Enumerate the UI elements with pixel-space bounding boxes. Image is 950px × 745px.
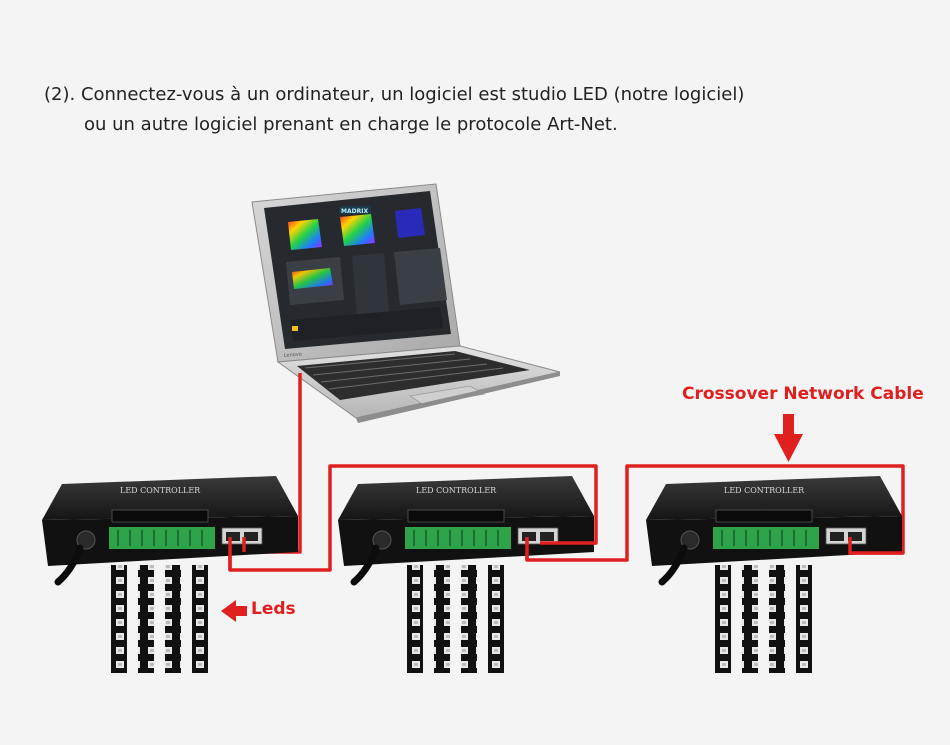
controller-top — [338, 476, 594, 520]
laptop-brand: Lenovo — [284, 351, 302, 359]
crossover-cable-label: Crossover Network Cable — [682, 384, 924, 404]
controller-label: LED CONTROLLER — [416, 486, 497, 495]
power-cable — [54, 544, 84, 586]
laptop: MADRIX Lenovo — [251, 183, 561, 423]
screen-panel-right — [394, 248, 447, 305]
terminal-header — [407, 509, 505, 523]
terminal-header — [111, 509, 209, 523]
power-jack — [372, 530, 392, 550]
led-strip — [769, 565, 785, 673]
ethernet-port-1 — [522, 532, 536, 541]
laptop-touchpad — [408, 385, 486, 406]
leds-arrow-left-icon — [221, 600, 247, 622]
led-strip — [742, 565, 758, 673]
intro-line-2: ou un autre logiciel prenant en charge l… — [84, 114, 618, 135]
screen-indicator — [292, 326, 298, 331]
led-strip — [488, 565, 504, 673]
led-controller-2: LED CONTROLLER — [338, 476, 594, 673]
power-cable — [658, 544, 688, 586]
terminal-header — [715, 509, 813, 523]
cable-arrow-down-icon — [774, 414, 803, 462]
controller-top — [646, 476, 902, 520]
terminal-screws — [721, 530, 807, 546]
screen-color-picker — [292, 268, 333, 289]
screen-preview-right — [395, 208, 425, 238]
screen-mixer — [352, 253, 389, 316]
controller-label: LED CONTROLLER — [120, 486, 201, 495]
led-strip — [111, 565, 127, 673]
intro-line-1: (2). Connectez-vous à un ordinateur, un … — [44, 84, 745, 105]
keyboard-rows — [304, 353, 504, 390]
ethernet-port-1 — [830, 532, 844, 541]
laptop-screen: MADRIX — [264, 191, 451, 349]
controller-label: LED CONTROLLER — [724, 486, 805, 495]
ethernet-port-2 — [848, 532, 862, 541]
power-jack — [76, 530, 96, 550]
ethernet-port-2 — [540, 532, 554, 541]
cable-port-ends — [228, 537, 903, 570]
ethernet-port-1 — [226, 532, 240, 541]
terminal-screws — [413, 530, 499, 546]
laptop-edge — [356, 372, 560, 423]
led-strip — [165, 565, 181, 673]
terminal-block — [713, 527, 819, 549]
led-strip — [461, 565, 477, 673]
terminal-block — [405, 527, 511, 549]
power-cable — [350, 544, 380, 586]
led-strip — [715, 565, 731, 673]
led-controller-3: LED CONTROLLER — [646, 476, 902, 673]
controller-top — [42, 476, 298, 520]
power-jack — [680, 530, 700, 550]
led-strip — [192, 565, 208, 673]
terminal-block — [109, 527, 215, 549]
led-strip — [407, 565, 423, 673]
screen-logo-bg — [339, 206, 371, 214]
led-strip — [434, 565, 450, 673]
led-strip — [796, 565, 812, 673]
terminal-screws — [117, 530, 203, 546]
leds-label: Leds — [251, 599, 296, 619]
ethernet-port-2 — [244, 532, 258, 541]
intro-text: (2). Connectez-vous à un ordinateur, un … — [44, 80, 744, 140]
screen-preview-left — [288, 219, 322, 250]
screen-bottom-bar — [290, 307, 443, 341]
led-controller-1: LED CONTROLLER — [42, 476, 298, 673]
screen-logo: MADRIX — [341, 208, 368, 215]
led-strip — [138, 565, 154, 673]
screen-preview-center — [340, 214, 375, 246]
